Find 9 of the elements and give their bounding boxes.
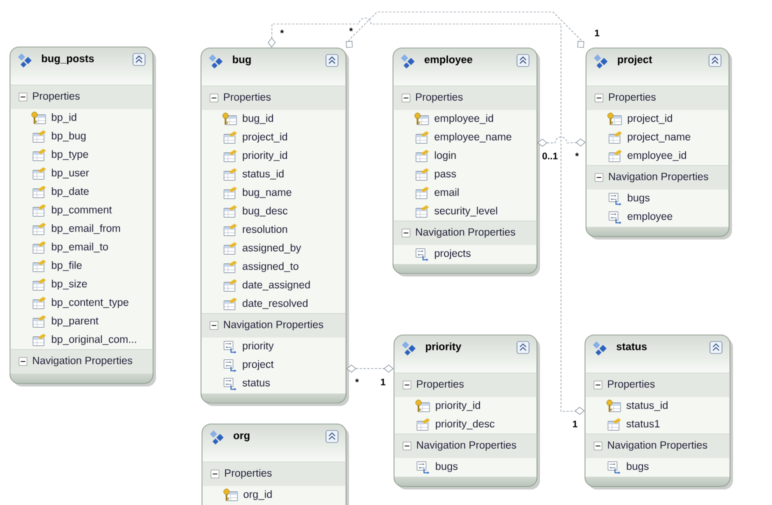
multiplicity-label: * [575,152,579,156]
multiplicity-label: 1 [380,378,386,386]
multiplicity-label: * [349,28,353,32]
multiplicity-label: * [355,378,359,382]
multiplicity-label: 1 [594,30,600,36]
connector [346,12,584,48]
multiplicity-label: 1 [572,420,578,428]
multiplicity-label: * [280,30,284,34]
multiplicity-label: 0..1 [542,152,558,160]
